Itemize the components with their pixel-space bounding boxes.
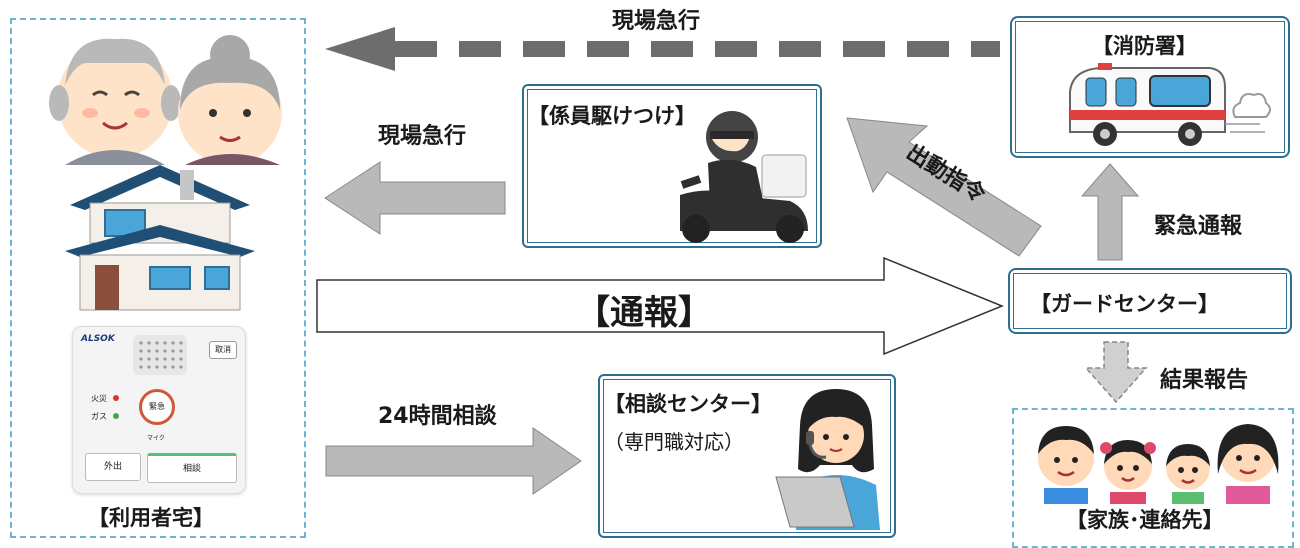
consult-button-label: 相談	[182, 464, 201, 474]
fire-indicator-label: 火災	[91, 394, 107, 403]
device-brand: ALSOK	[81, 334, 115, 344]
fire-station-title: 【消防署】	[1092, 34, 1197, 58]
user-home-title: 【利用者宅】	[88, 506, 214, 530]
out-button: 外出	[85, 453, 141, 481]
consult-arrow	[325, 427, 582, 495]
emergency-button: 緊急	[139, 389, 175, 425]
motorcycle-rider-illustration	[680, 111, 808, 243]
house-illustration	[65, 165, 255, 311]
emergency-call-label: 緊急通報	[1154, 214, 1243, 239]
guard-center-box	[1008, 268, 1292, 334]
guard-center-title: 【ガードセンター】	[1030, 292, 1219, 316]
consult-center-title: 【相談センター】	[604, 392, 772, 416]
emergency-button-label: 緊急	[149, 402, 165, 411]
consult-button: 相談	[147, 453, 237, 483]
alarm-device: ALSOK 取消 火災 ガス 緊急 マイク 外出 相談	[72, 326, 246, 494]
family-title: 【家族･連絡先】	[1066, 508, 1224, 532]
elderly-couple-illustration	[49, 35, 282, 165]
family-illustration	[1038, 424, 1279, 504]
out-button-label: 外出	[103, 462, 122, 472]
cancel-button: 取消	[209, 341, 237, 359]
staff-dispatch-title: 【係員駆けつけ】	[528, 104, 696, 128]
consult-arrow-label: 24時間相談	[378, 404, 497, 429]
consult-center-subtitle: （専門職対応）	[604, 430, 744, 454]
report-arrow	[316, 256, 1004, 356]
staff-dispatch-label: 現場急行	[378, 124, 467, 149]
top-dispatch-arrow	[325, 27, 1000, 71]
operator-illustration	[775, 389, 880, 530]
mic-label: マイク	[147, 435, 165, 442]
gas-indicator-label: ガス	[91, 412, 107, 421]
dispatch-order-arrow	[846, 117, 1042, 257]
report-label: 【通報】	[576, 293, 712, 333]
result-report-label: 結果報告	[1160, 368, 1249, 393]
fire-led-icon	[113, 395, 119, 401]
top-dispatch-label: 現場急行	[612, 9, 701, 34]
gas-led-icon	[113, 413, 119, 419]
speaker-grille	[133, 335, 187, 375]
emergency-call-arrow	[1080, 163, 1140, 261]
staff-dispatch-arrow	[324, 161, 506, 235]
result-report-arrow	[1084, 341, 1148, 404]
ambulance-icon	[1069, 63, 1271, 146]
